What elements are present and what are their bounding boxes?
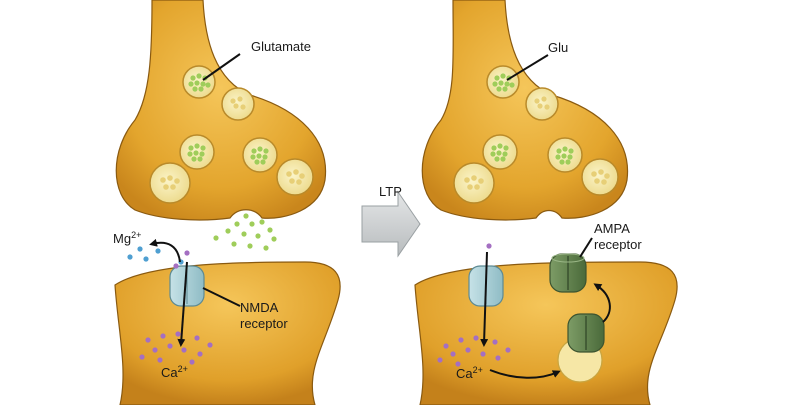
postsynaptic-neuron-right: [414, 261, 678, 405]
glutamate-label: Glutamate: [251, 39, 311, 54]
postsynaptic-neuron-left: [114, 261, 341, 405]
vesicles-left: [149, 65, 314, 204]
released-glutamate-left: [213, 213, 277, 251]
faint-glutamate-right: [464, 96, 610, 190]
nmda-label-line2: receptor: [240, 316, 288, 331]
ca-to-vesicle-arrow: [489, 369, 561, 379]
nmda-label-line1: NMDA: [240, 300, 279, 315]
ampa-label-line1: AMPA: [594, 221, 630, 236]
ampa-insertion-arrow: [593, 283, 611, 323]
glutamate-leader-line: [202, 53, 241, 81]
ca-ions-right: [437, 243, 511, 367]
nmda-leader-line: [202, 287, 241, 307]
ampa-label-line2: receptor: [594, 237, 642, 252]
ampa-receptor-membrane: [549, 253, 587, 293]
ca-entry-arrow-left: [177, 261, 188, 347]
vesicle: [276, 158, 314, 196]
mg-ions: [127, 246, 184, 265]
ca-ions-left: [139, 250, 213, 365]
vesicle: [453, 162, 495, 204]
ampa-receptor-vesicle: [557, 313, 605, 383]
ca-label-left: Ca2+: [161, 364, 188, 380]
vesicle: [149, 162, 191, 204]
mg-exit-arrow: [149, 238, 181, 263]
ampa-leader-line: [579, 237, 593, 258]
faint-glutamate-left: [160, 96, 305, 190]
mg-label: Mg2+: [113, 230, 141, 246]
glu-leader-line: [506, 54, 549, 81]
ca-label-right: Ca2+: [456, 365, 483, 381]
vesicle: [525, 87, 559, 121]
ltp-arrow: [361, 190, 421, 258]
glu-label: Glu: [548, 40, 568, 55]
ca-entry-arrow-right: [480, 251, 489, 347]
glutamate-cluster-right: [490, 73, 574, 165]
vesicles-right: [453, 65, 619, 204]
ltp-label: LTP: [379, 184, 402, 199]
vesicle: [581, 158, 619, 196]
vesicle: [221, 87, 255, 121]
